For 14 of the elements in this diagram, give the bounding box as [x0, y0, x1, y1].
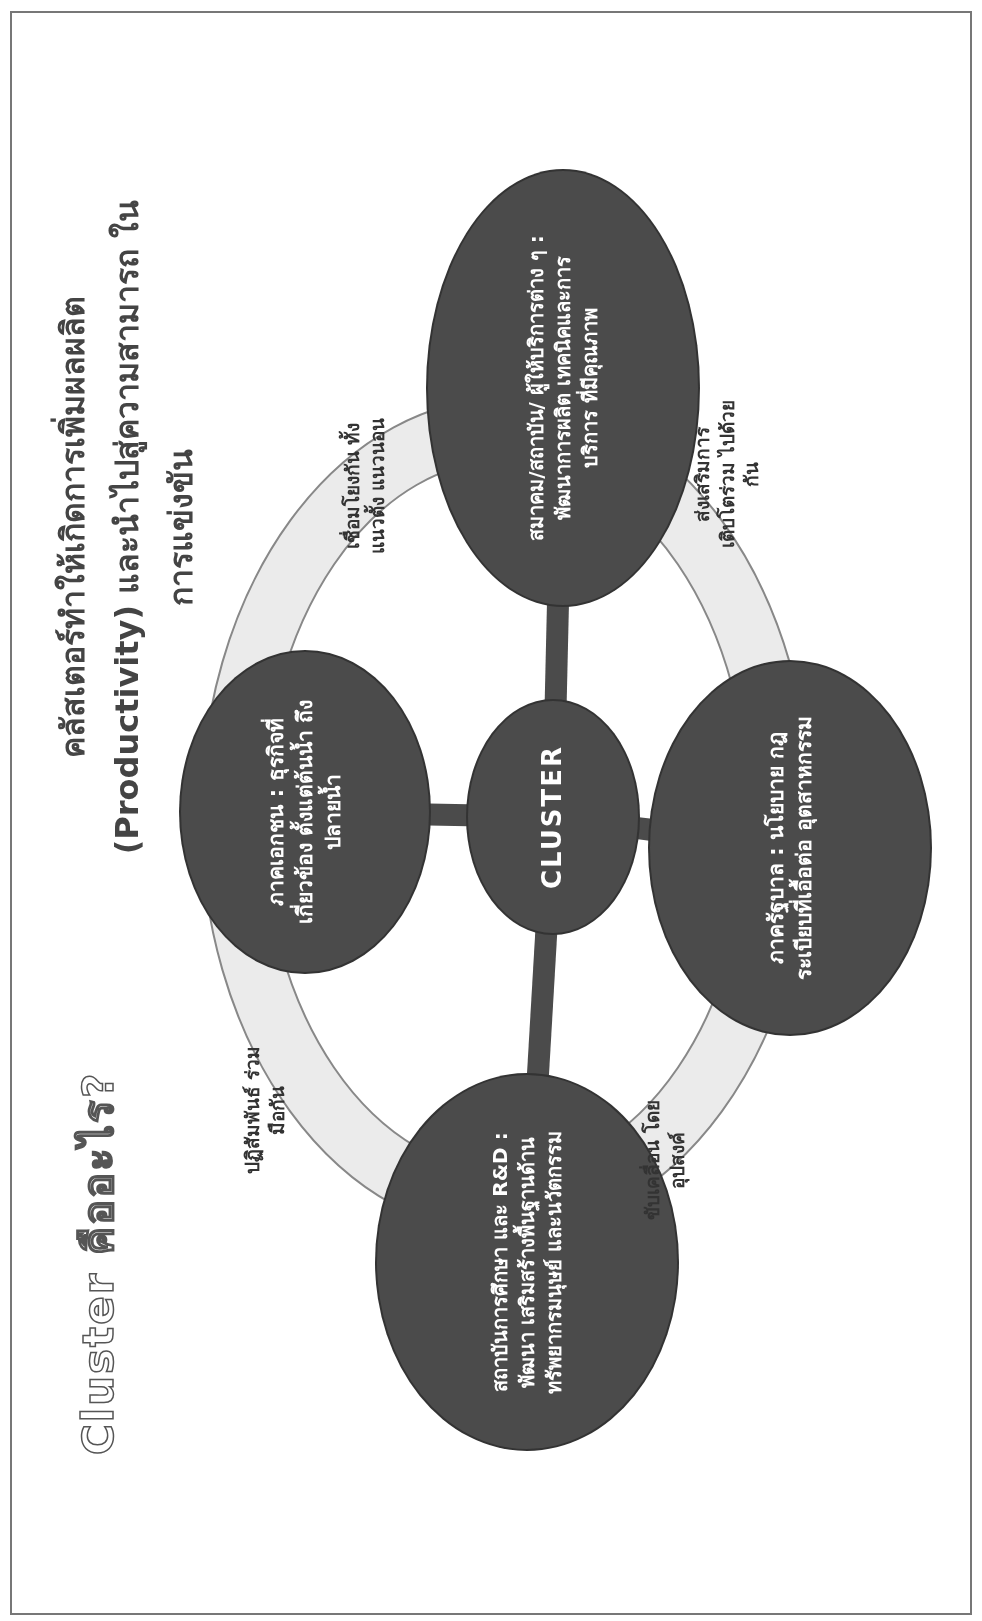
- node-text: ภาครัฐบาล : นโยบาย กฎ ระเบียบที่เอื้อต่อ อุตสาหกรรม: [762, 715, 818, 982]
- connector-bar: [526, 932, 558, 1077]
- ring-label: ขับเคลื่อน โดยอุปสงค์: [640, 1099, 690, 1222]
- ring-label: ปฏิสัมพันธ์ ร่วมมือกัน: [240, 1044, 289, 1177]
- subtitle: คลัสเตอร์ทำให้เกิดการเพิ่มผลผลิต (Productivity) และนำไปสู่ความสามารถ ในการแข่งขัน: [46, 177, 208, 877]
- node-text: ภาคเอกชน : ธุรกิจที่เกี่ยวข้อง ตั้งแต่ต้นน้ำ ถึงปลายน้ำ: [262, 696, 348, 928]
- title: Cluster คืออะไร?: [72, 1070, 124, 1455]
- ring-label: ส่งเสริมการ เติบโตร่วม ไปด้วยกัน: [690, 399, 764, 549]
- node-text: สถาบันการศึกษา และ R&D : พัฒนา เสริมสร้างพื้นฐานด้าน ทรัพยากรมนุษย์ และนวัตกรรม: [486, 1129, 568, 1396]
- node-text: สมาคม/สถาบัน/ ผู้ให้บริการต่าง ๆ : พัฒนาการผลิต เทคนิคและการบริการ ที่มีคุณภาพ: [522, 234, 604, 543]
- center-label: CLUSTER: [536, 744, 569, 890]
- connector-bar: [544, 604, 569, 702]
- connector-bar: [428, 803, 469, 827]
- ring-label: เชื่อมโยงกัน ทั้งแนวตั้ง แนวนอน: [340, 411, 390, 561]
